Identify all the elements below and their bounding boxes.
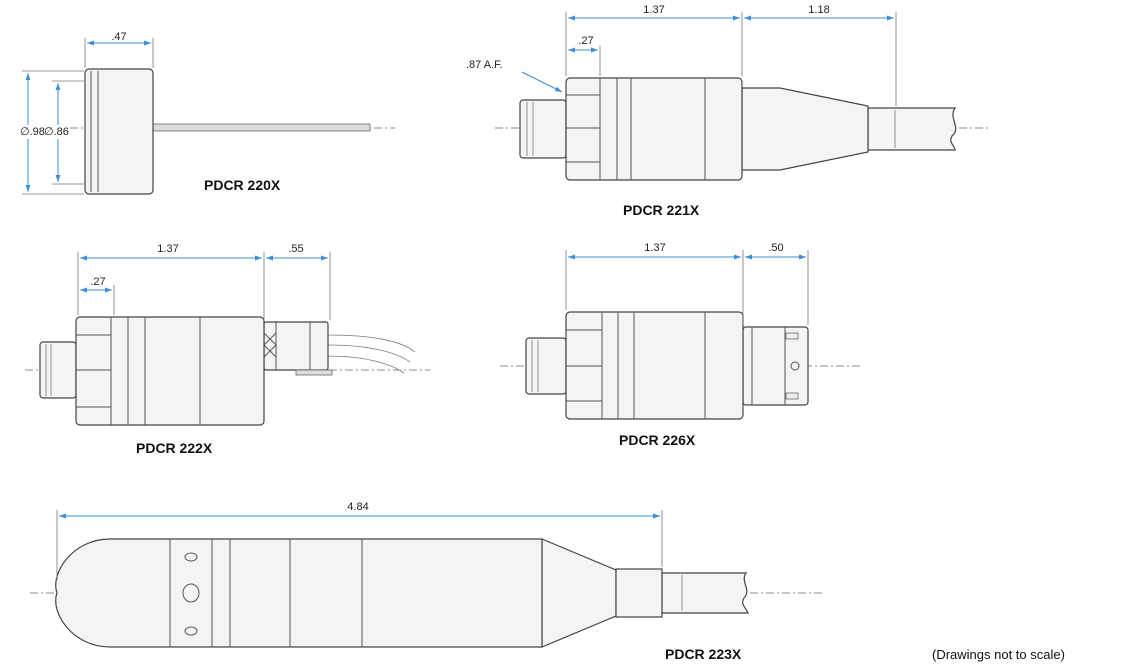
dimension-body-label: 1.37 <box>643 4 664 16</box>
dimension-body-label: 1.37 <box>644 242 665 254</box>
drawing-title: PDCR 220X <box>204 177 281 193</box>
dimension-tail-label: 1.18 <box>808 4 829 16</box>
tail-sleeve <box>615 568 663 618</box>
cable <box>867 107 957 151</box>
scale-note: (Drawings not to scale) <box>932 647 1065 662</box>
sensor-body <box>75 316 265 426</box>
drawing-title: PDCR 222X <box>136 440 213 456</box>
drawing-title: PDCR 226X <box>619 432 696 448</box>
dimension-tail-label: .55 <box>288 243 303 255</box>
dimension-hex-label: .27 <box>578 35 593 47</box>
strain-relief <box>541 538 617 648</box>
drawing-pdcr-222x: 1.37 .55 .27 PDCR 222X <box>25 243 430 456</box>
dimension-af-label: .87 A.F. <box>466 59 503 71</box>
cable <box>661 572 749 614</box>
dimension-width-label: .47 <box>111 31 126 43</box>
sensor-body <box>84 68 154 195</box>
drawing-title: PDCR 223X <box>665 646 742 662</box>
dimension-tail-label: .50 <box>768 242 783 254</box>
dimension-body-label: 1.37 <box>157 243 178 255</box>
connector <box>263 321 329 371</box>
drawing-pdcr-226x: 1.37 .50 PDCR 226X <box>500 242 860 448</box>
leader-line <box>521 71 563 93</box>
drawing-title: PDCR 221X <box>623 202 700 218</box>
drawing-pdcr-220x: .47 ∅.98 ∅.86 PDCR 220X <box>20 31 395 195</box>
sensor-body <box>565 77 743 181</box>
drawing-pdcr-221x: 1.37 1.18 .27 .87 A.F. PDCR 221X <box>466 4 990 218</box>
dimension-length-label: 4.84 <box>347 501 368 513</box>
dimension-inner-dia-label: ∅.86 <box>44 126 69 138</box>
probe-body <box>55 538 543 648</box>
drawing-pdcr-223x: 4.84 PDCR 223X <box>30 501 825 662</box>
threaded-port <box>39 341 77 399</box>
dimension-hex-label: .27 <box>90 276 105 288</box>
probe-rod <box>152 123 371 132</box>
dimension-outer-dia-label: ∅.98 <box>20 126 45 138</box>
strain-relief <box>741 87 869 171</box>
